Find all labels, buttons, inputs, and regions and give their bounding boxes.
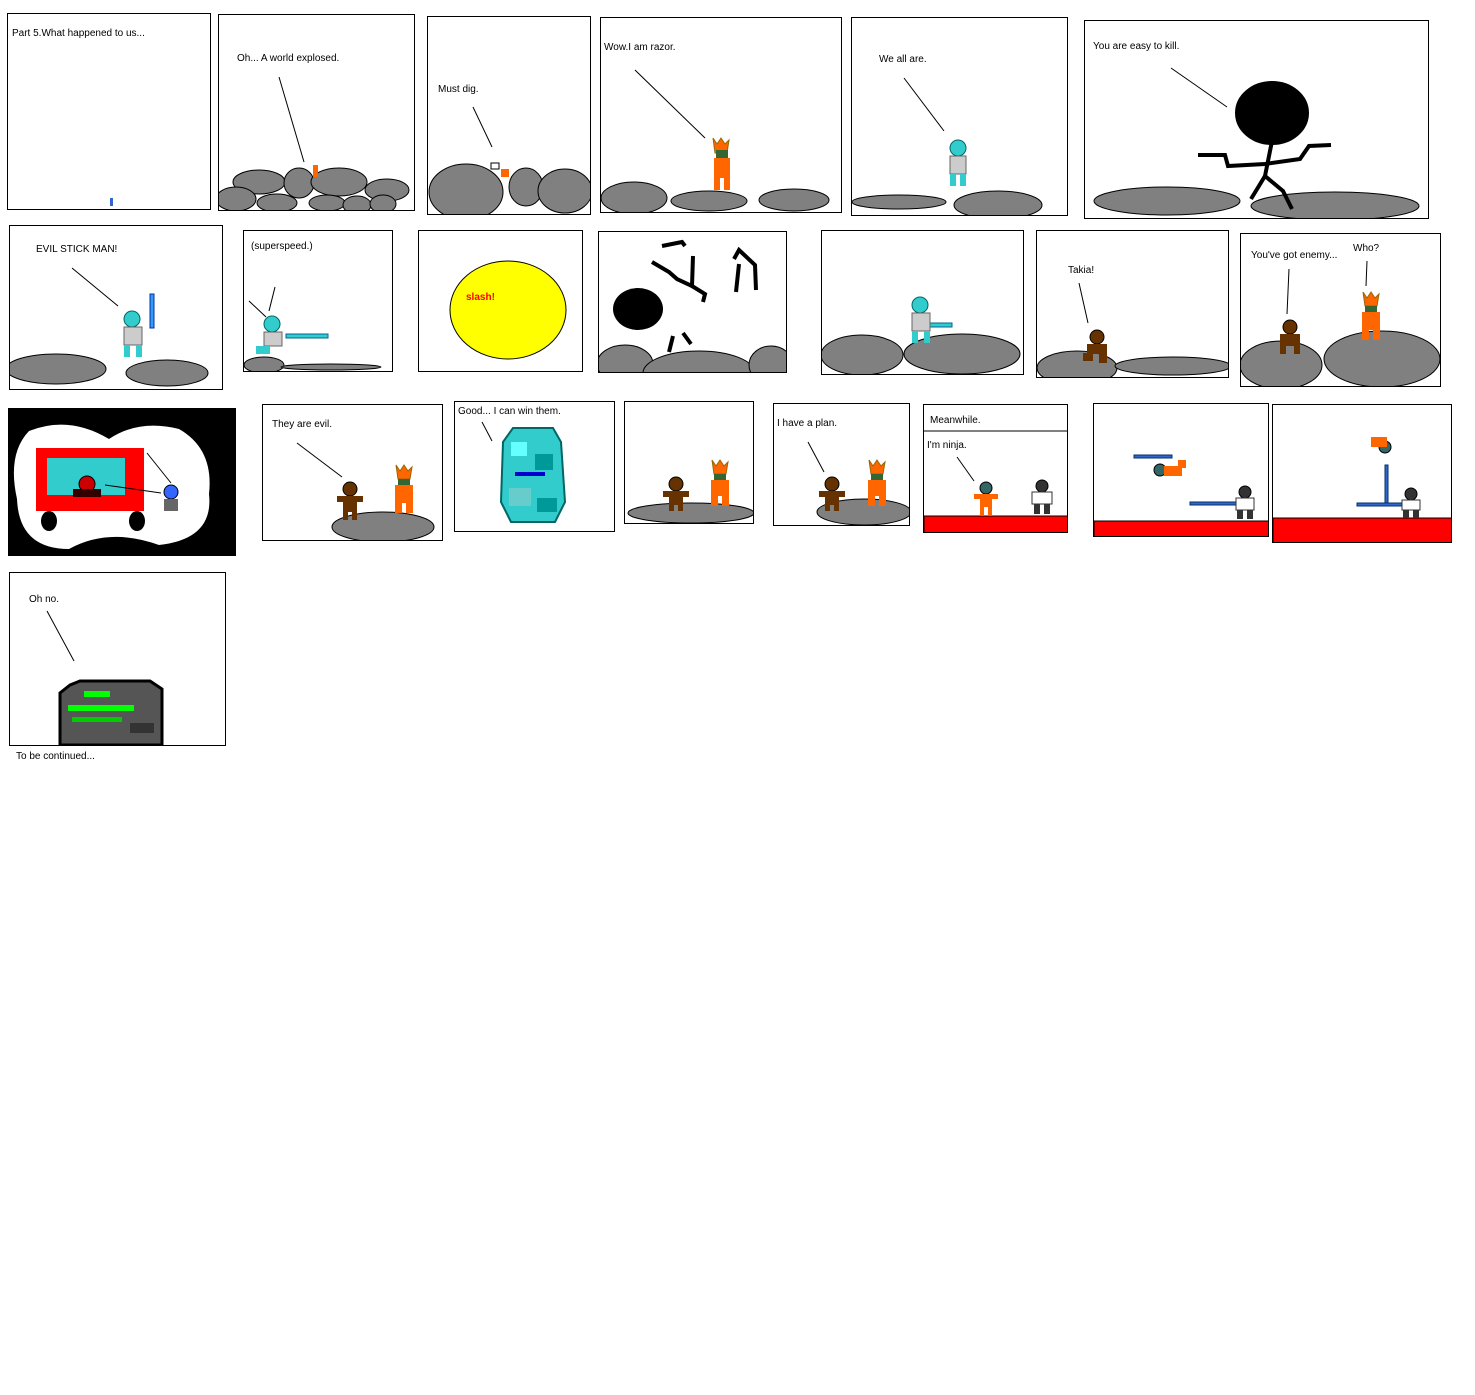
panel-caption: They are evil. [272, 419, 333, 430]
stick-man-head-fragment [613, 288, 663, 330]
comic-panel-2: Oh... A world explosed. [218, 14, 415, 211]
dark-ninja-closeup [58, 679, 164, 745]
cyan-hero-closeup [499, 427, 567, 523]
panel-art [852, 77, 1043, 215]
comic-panel-8: (superspeed.) [243, 230, 393, 372]
panel-art [1273, 437, 1451, 542]
orange-character-figure [711, 459, 729, 506]
panel-caption-2: I'm ninja. [927, 440, 967, 451]
panel-art [219, 76, 410, 210]
comic-panel-1: Part 5.What happened to us... [7, 13, 211, 210]
brown-character-figure [1083, 329, 1107, 363]
panel-art [110, 198, 113, 206]
dark-ninja-figure [1031, 479, 1053, 514]
orange-ninja-diving [1371, 437, 1392, 506]
cyan-character-figure [949, 139, 967, 186]
dark-ninja-figure [1356, 487, 1421, 518]
orange-character-figure [868, 459, 886, 506]
orange-character-figure [395, 464, 413, 513]
panel-art [296, 442, 435, 540]
comic-panel-15: They are evil. [262, 404, 443, 541]
comic-panel-18: I have a plan. [773, 403, 910, 526]
comic-panel-9: slash! [418, 230, 583, 372]
comic-panel-21 [1272, 404, 1452, 543]
panel-art [10, 267, 209, 387]
panel-art [1094, 454, 1268, 536]
stick-man-pieces [650, 239, 758, 353]
comic-panel-13: You've got enemy... Who? [1240, 233, 1441, 387]
orange-character-figure [712, 137, 730, 190]
orange-ninja-leaping [1133, 454, 1186, 477]
panel-art [46, 610, 164, 745]
panel-art [822, 296, 1021, 374]
brown-character-figure [337, 481, 363, 520]
panel-art [807, 441, 909, 525]
panel-caption: Part 5.What happened to us... [12, 28, 145, 39]
panel-art [1241, 260, 1440, 386]
panel-caption-2: Who? [1353, 243, 1380, 254]
panel-caption: I have a plan. [777, 418, 838, 429]
brown-character-figure [663, 476, 689, 511]
panel-art [601, 69, 830, 212]
comic-panel-5: We all are. [851, 17, 1068, 216]
panel-art [481, 421, 567, 523]
slash-burst [449, 260, 567, 360]
orange-character-figure [1362, 291, 1380, 340]
orange-ninja-figure [974, 481, 998, 515]
footer-text: To be continued... [16, 751, 95, 762]
panel-caption: Takia! [1068, 265, 1095, 276]
sound-effect-text: slash! [466, 292, 495, 303]
comic-panel-12: Takia! [1036, 230, 1229, 378]
panel-art [244, 286, 382, 371]
brown-character-figure [1280, 319, 1300, 354]
comic-panel-6: You are easy to kill. [1084, 20, 1429, 219]
comic-panel-16: Good... I can win them. [454, 401, 615, 532]
comic-panel-19: Meanwhile. I'm ninja. [923, 404, 1068, 533]
comic-panel-11 [821, 230, 1024, 375]
panel-art [924, 430, 1067, 532]
panel-caption: Oh no. [29, 594, 60, 605]
panel-art [449, 260, 567, 360]
panel-art [1093, 67, 1420, 218]
comic-panel-3: Must dig. [427, 16, 591, 215]
dark-ninja-figure [1189, 485, 1255, 519]
panel-caption: Must dig. [438, 84, 479, 95]
comic-panel-14 [8, 408, 236, 556]
panel-caption: Meanwhile. [930, 415, 981, 426]
panel-art [627, 459, 753, 523]
comic-panel-22: Oh no. [9, 572, 226, 746]
panel-art [1037, 282, 1228, 377]
panel-art [599, 239, 786, 372]
comic-panel-17 [624, 401, 754, 524]
panel-caption: You are easy to kill. [1093, 41, 1180, 52]
comic-panel-10 [598, 231, 787, 373]
panel-caption: Wow.I am razor. [604, 42, 676, 53]
panel-caption: You've got enemy... [1251, 250, 1338, 261]
panel-caption: EVIL STICK MAN! [36, 244, 118, 255]
comic-panel-7: EVIL STICK MAN! [9, 225, 223, 390]
comic-panel-20 [1093, 403, 1269, 537]
panel-caption: Oh... A world explosed. [237, 53, 340, 64]
comic-panel-4: Wow.I am razor. [600, 17, 842, 213]
cyan-hero-running [256, 315, 329, 354]
brown-character-figure [819, 476, 845, 511]
panel-art [13, 424, 210, 549]
cyan-hero-slashing [911, 296, 953, 343]
panel-caption: Good... I can win them. [458, 406, 561, 417]
cyan-hero-with-sword [123, 293, 155, 357]
panel-caption: (superspeed.) [251, 241, 313, 252]
blue-character-figure [163, 484, 179, 500]
panel-caption: We all are. [879, 54, 927, 65]
panel-art [428, 106, 590, 214]
evil-stick-man-figure [1198, 81, 1332, 210]
